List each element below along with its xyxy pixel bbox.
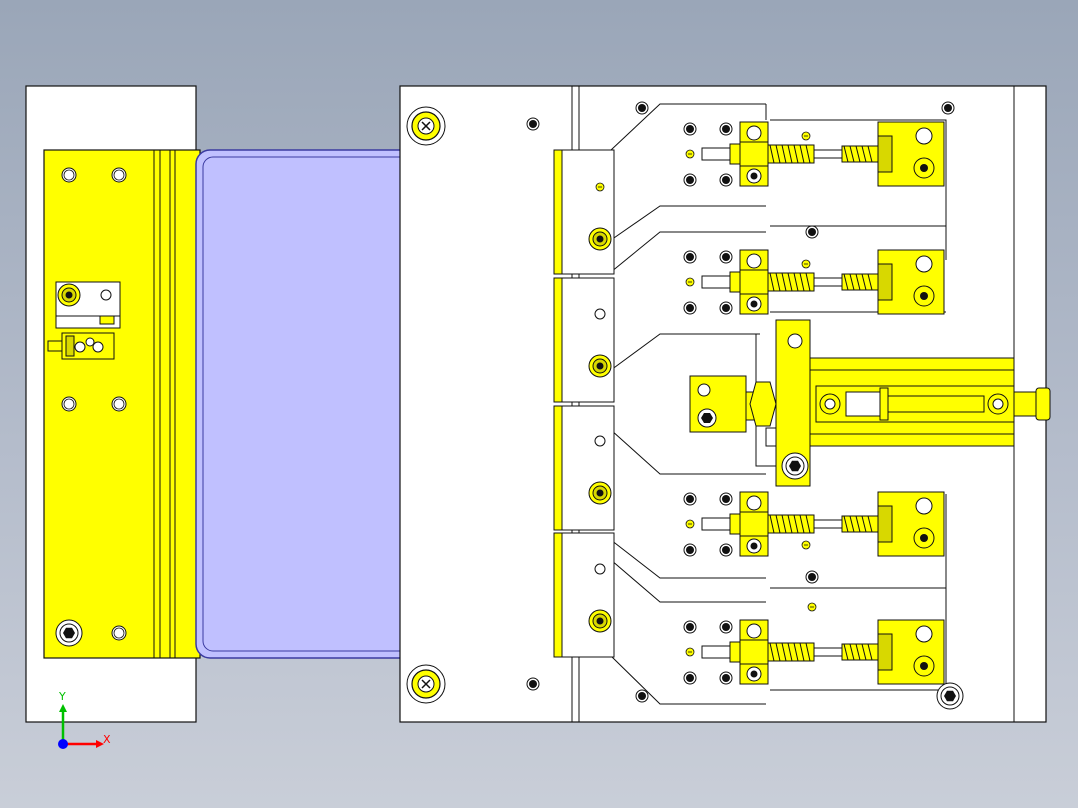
bolt-hole-icon [526,677,540,691]
bolt-hole-icon [719,301,733,315]
pocket-outline [610,103,947,705]
dowel-pin-icon [595,182,605,192]
bolt-hole-icon [941,101,955,115]
dowel-pin-icon [685,277,695,287]
socket-head-screw-icon [588,227,612,251]
bolt-hole-icon [805,570,819,584]
socket-head-screw-icon [588,354,612,378]
bolt-hole-icon [719,173,733,187]
bolt-hole-icon [805,225,819,239]
triad-y-label: Y [58,690,66,703]
bolt-hole-icon [111,396,127,412]
bolt-hole-icon [683,671,697,685]
bolt-hole-icon [635,101,649,115]
dowel-pin-icon [685,149,695,159]
bolt-hole-icon [683,492,697,506]
dowel-pin-icon [801,259,811,269]
socket-head-screw-icon [406,106,446,146]
locating-block-1[interactable] [553,149,615,275]
left-yellow-clamp-block[interactable] [43,149,201,659]
bolt-hole-icon [683,301,697,315]
dowel-pin-icon [807,602,817,612]
socket-head-screw-icon [406,664,446,704]
left-sensor-bracket[interactable] [47,281,121,360]
bolt-hole-icon [111,625,127,641]
air-cylinder-icon[interactable] [689,319,1051,487]
bolt-hole-icon [719,543,733,557]
bolt-hole-icon [719,620,733,634]
locating-block-2[interactable] [553,277,615,403]
bolt-hole-icon [683,620,697,634]
bolt-hole-icon [719,122,733,136]
locating-block-4[interactable] [553,532,615,658]
cad-triad-icon: X Y [58,690,111,749]
dowel-pin-icon [801,540,811,550]
bolt-hole-icon [635,689,649,703]
bolt-hole-icon [719,671,733,685]
bolt-hole-icon [526,117,540,131]
bolt-hole-icon [683,250,697,264]
bolt-hole-icon [61,396,77,412]
bolt-hole-icon [683,122,697,136]
socket-head-screw-icon [588,609,612,633]
dowel-pin-icon [801,131,811,141]
bolt-hole-icon [111,167,127,183]
bolt-hole-icon [683,173,697,187]
workpiece-product[interactable] [195,149,453,659]
socket-head-screw-icon [55,619,83,647]
socket-head-screw-icon [57,283,81,307]
dowel-pin-icon [685,647,695,657]
bolt-hole-icon [683,543,697,557]
bolt-hole-icon [719,492,733,506]
socket-head-screw-icon [588,481,612,505]
bolt-hole-icon [719,250,733,264]
triad-x-label: X [103,733,111,746]
socket-head-screw-icon [781,452,809,480]
locating-block-3[interactable] [553,405,615,531]
bolt-hole-icon [61,167,77,183]
socket-head-screw-icon [936,682,964,710]
dowel-pin-icon [685,519,695,529]
